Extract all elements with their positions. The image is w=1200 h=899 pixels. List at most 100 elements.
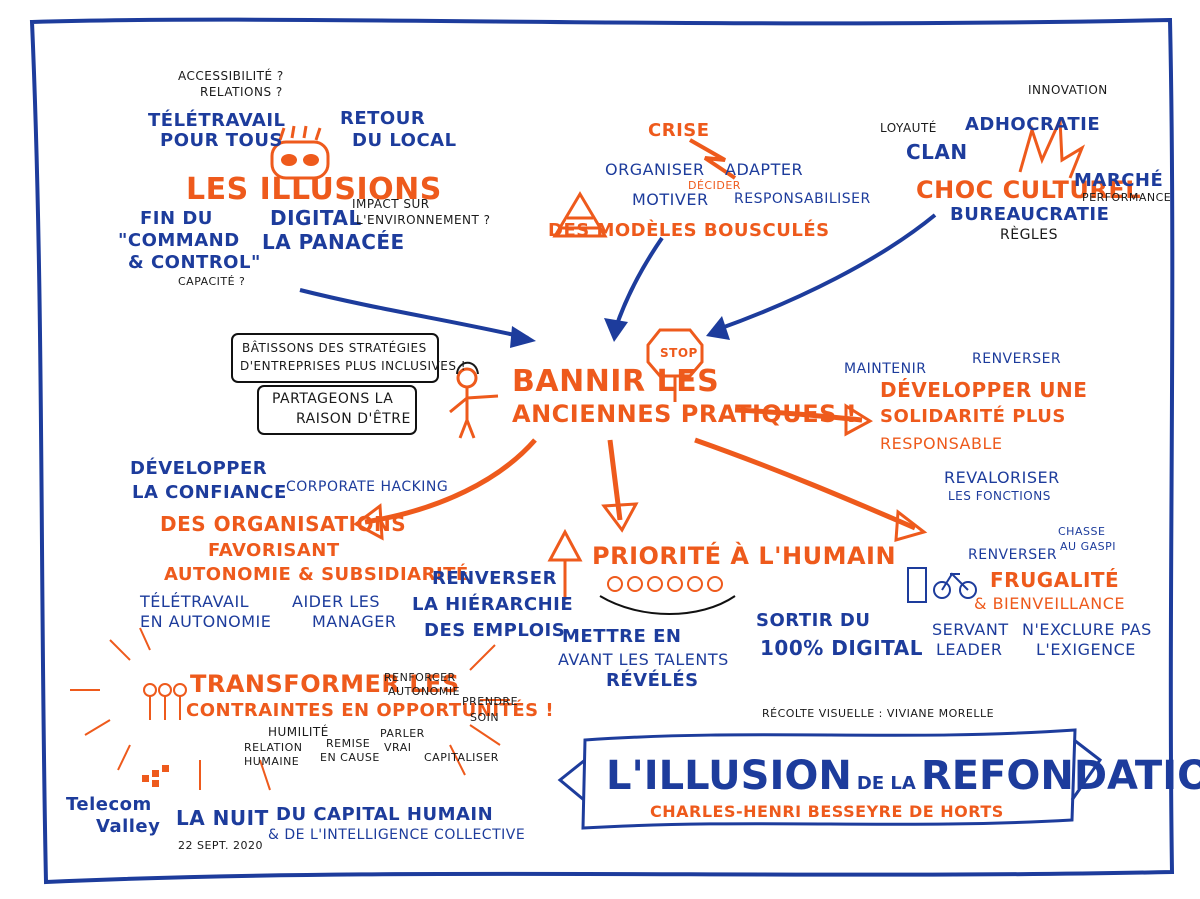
solidarite-title-1: DÉVELOPPER UNE [880,378,1088,402]
humilite-label: HUMILITÉ [268,725,329,739]
capitaliser-label: CAPITALISER [424,751,499,764]
responsabiliser-label: RESPONSABILISER [734,191,871,207]
crowd-icon [607,576,723,592]
bubble-1-line-1: BÂTISSONS DES STRATÉGIES [242,341,427,355]
speech-bubble-1 [231,333,439,383]
exclure-label-2: L'EXIGENCE [1036,640,1136,659]
renforcer-label-2: AUTONOMIE [388,685,461,698]
servant-label-1: SERVANT [932,620,1009,639]
solidarite-title-3: RESPONSABLE [880,434,1003,453]
impact-label-2: L'ENVIRONNEMENT ? [356,213,491,227]
pyramid-icon [552,191,608,238]
developper-label-1: DÉVELOPPER [130,458,268,479]
banner-title-a: L'ILLUSION [606,753,852,799]
chasse-label-1: CHASSE [1058,525,1106,538]
arrow-center-to-solidarite [734,407,863,423]
prendre-label-2: SOIN [470,711,500,724]
innovation-label: INNOVATION [1028,83,1108,97]
capacite-label: CAPACITÉ ? [178,275,246,288]
crise-label: CRISE [648,120,710,141]
prendre-label-1: PRENDRE [462,695,519,708]
teletravail-auto-label-2: EN AUTONOMIE [140,612,272,631]
findu-label-2: "COMMAND [118,230,240,251]
retour-label-2: DU LOCAL [352,130,457,151]
arrow-center-to-humain [607,439,623,521]
adhocratie-label: ADHOCRATIE [965,114,1101,135]
bubble-2-line-1: PARTAGEONS LA [272,391,394,407]
impact-label-1: IMPACT SUR [352,197,430,211]
relations-label: RELATIONS ? [200,85,283,99]
developper-label-2: LA CONFIANCE [132,482,287,503]
renverser-label: RENVERSER [972,351,1062,367]
regles-label: RÈGLES [1000,227,1058,243]
loyaute-label: LOYAUTÉ [880,121,937,135]
arrow-center-to-organisations [364,438,537,525]
arrowhead-illusions [510,326,536,348]
event-line-1: LA NUIT [176,806,269,830]
page-frame [29,17,1175,885]
organisations-title-2: FAVORISANT [208,540,340,561]
telecom-valley-logo-icon [142,765,169,787]
arrow-modeles-to-center [613,236,664,331]
arrow-illusions-to-center [299,288,529,340]
banner-ribbon-right [1070,738,1103,801]
illusions-title: LES ILLUSIONS [186,172,442,207]
logo-line-1: Telecom [66,794,152,815]
findu-label-3: & CONTROL" [128,252,261,273]
stop-label: STOP [660,346,698,360]
event-line-2: DU CAPITAL HUMAIN [276,804,494,825]
organisations-title-3: AUTONOMIE & SUBSIDIARITÉ [164,564,469,585]
arrow-center-to-frugalite [694,437,916,531]
banner-title-b: DE LA [856,773,916,794]
renverser-hierarchie-1: RENVERSER [432,568,557,589]
arrowhead-humain [601,502,639,533]
arrowhead-solidarite [844,403,873,437]
corporate-label: CORPORATE HACKING [286,479,449,495]
warning-sign-icon [547,528,583,600]
lightning-icon [689,138,737,180]
transformer-burst [70,627,510,791]
door-bike-icon [907,567,977,603]
renverser-hierarchie-2: LA HIÉRARCHIE [412,594,574,615]
speech-bubble-2 [257,385,417,435]
revaloriser-label-1: REVALORISER [944,468,1060,487]
mettre-label-2: AVANT LES TALENTS [558,650,729,669]
servant-label-2: LEADER [936,640,1003,659]
choc-title: CHOC CULTUREL [916,176,1142,204]
digital-label-2: LA PANACÉE [262,230,405,254]
arrow-choc-to-center [715,213,937,332]
bubble-2-line-2: RAISON D'ÊTRE [296,411,411,427]
banner-title: L'ILLUSION DE LA REFONDATION [606,756,1200,796]
maintenir-label: MAINTENIR [844,361,927,377]
bubble-1-line-2: D'ENTREPRISES PLUS INCLUSIVES ! [240,359,467,373]
teletravail-auto-label-1: TÉLÉTRAVAIL [140,592,250,611]
center-title-1: BANNIR LES [512,364,720,399]
decider-label: DÉCIDER [688,179,741,192]
marche-label: MARCHÉ [1074,170,1164,191]
burst-icon [1018,119,1086,179]
aider-label-1: AIDER LES [292,592,380,611]
clan-label: CLAN [906,140,968,164]
banner-title-c: REFONDATION [920,753,1200,799]
center-title-2: ANCIENNES PRATIQUES ! [512,400,858,428]
face-icon [270,125,330,180]
people-group-icon [143,683,187,720]
organisations-title-1: DES ORGANISATIONS [160,512,407,536]
relation-label-1: RELATION [244,741,303,754]
remise-label-1: REMISE [326,737,371,750]
revaloriser-label-2: LES FONCTIONS [948,489,1051,503]
aider-label-2: MANAGER [312,612,397,631]
teletravail-label-2: POUR TOUS [160,130,283,151]
person-hair [456,361,479,375]
sortir-label-1: SORTIR DU [756,610,871,631]
digital-label-1: DIGITAL [270,206,362,230]
renforcer-label-1: RENFORCER [384,671,456,684]
sortir-label-2: 100% DIGITAL [760,636,923,660]
person-icon [449,367,499,439]
arrowhead-modeles [604,318,628,342]
parler-label-2: VRAI [384,741,412,754]
findu-label-1: FIN DU [140,208,213,229]
solidarite-title-2: SOLIDARITÉ PLUS [880,406,1066,427]
humain-title: PRIORITÉ À L'HUMAIN [592,542,897,570]
